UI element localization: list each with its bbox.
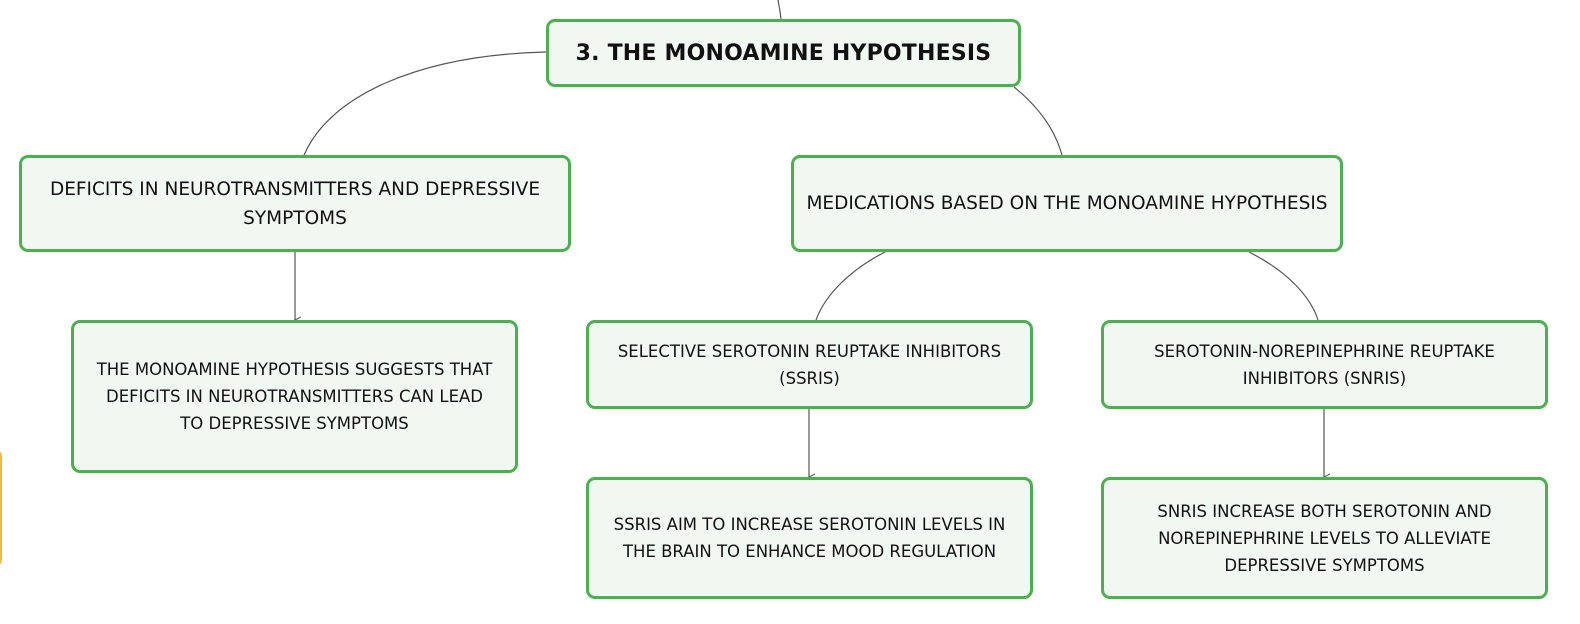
connector-medications-to-snri [1248,251,1319,321]
connector-root-to-medications [1013,86,1063,156]
snri-detail-node[interactable]: SNRIS INCREASE BOTH SEROTONIN AND NOREPI… [1101,477,1548,599]
connector-medications-to-ssri [815,251,886,321]
ssri-detail-label: SSRIS AIM TO INCREASE SEROTONIN LEVELS I… [613,515,1006,561]
snri-topic-node[interactable]: SEROTONIN-NOREPINEPHRINE REUPTAKE INHIBI… [1101,320,1548,409]
deficits-detail-label: THE MONOAMINE HYPOTHESIS SUGGESTS THAT D… [96,360,493,433]
connector-incoming-root [777,0,782,20]
medications-topic-label: MEDICATIONS BASED ON THE MONOAMINE HYPOT… [806,193,1328,214]
deficits-topic-node[interactable]: DEFICITS IN NEUROTRANSMITTERS AND DEPRES… [19,155,571,252]
snri-detail-label: SNRIS INCREASE BOTH SEROTONIN AND NOREPI… [1157,501,1492,575]
deficits-detail-node[interactable]: THE MONOAMINE HYPOTHESIS SUGGESTS THAT D… [71,320,518,473]
offscreen-topic-node[interactable] [0,448,2,568]
ssri-topic-node[interactable]: SELECTIVE SEROTONIN REUPTAKE INHIBITORS … [586,320,1033,409]
root-topic-label: 3. THE MONOAMINE HYPOTHESIS [575,40,992,66]
medications-topic-node[interactable]: MEDICATIONS BASED ON THE MONOAMINE HYPOT… [791,155,1343,252]
connector-root-to-deficits [303,51,547,156]
deficits-topic-label: DEFICITS IN NEUROTRANSMITTERS AND DEPRES… [49,178,541,229]
ssri-topic-label: SELECTIVE SEROTONIN REUPTAKE INHIBITORS … [617,341,1002,388]
root-topic-node[interactable]: 3. THE MONOAMINE HYPOTHESIS [546,19,1021,87]
ssri-detail-node[interactable]: SSRIS AIM TO INCREASE SEROTONIN LEVELS I… [586,477,1033,599]
snri-topic-label: SEROTONIN-NOREPINEPHRINE REUPTAKE INHIBI… [1154,341,1495,388]
